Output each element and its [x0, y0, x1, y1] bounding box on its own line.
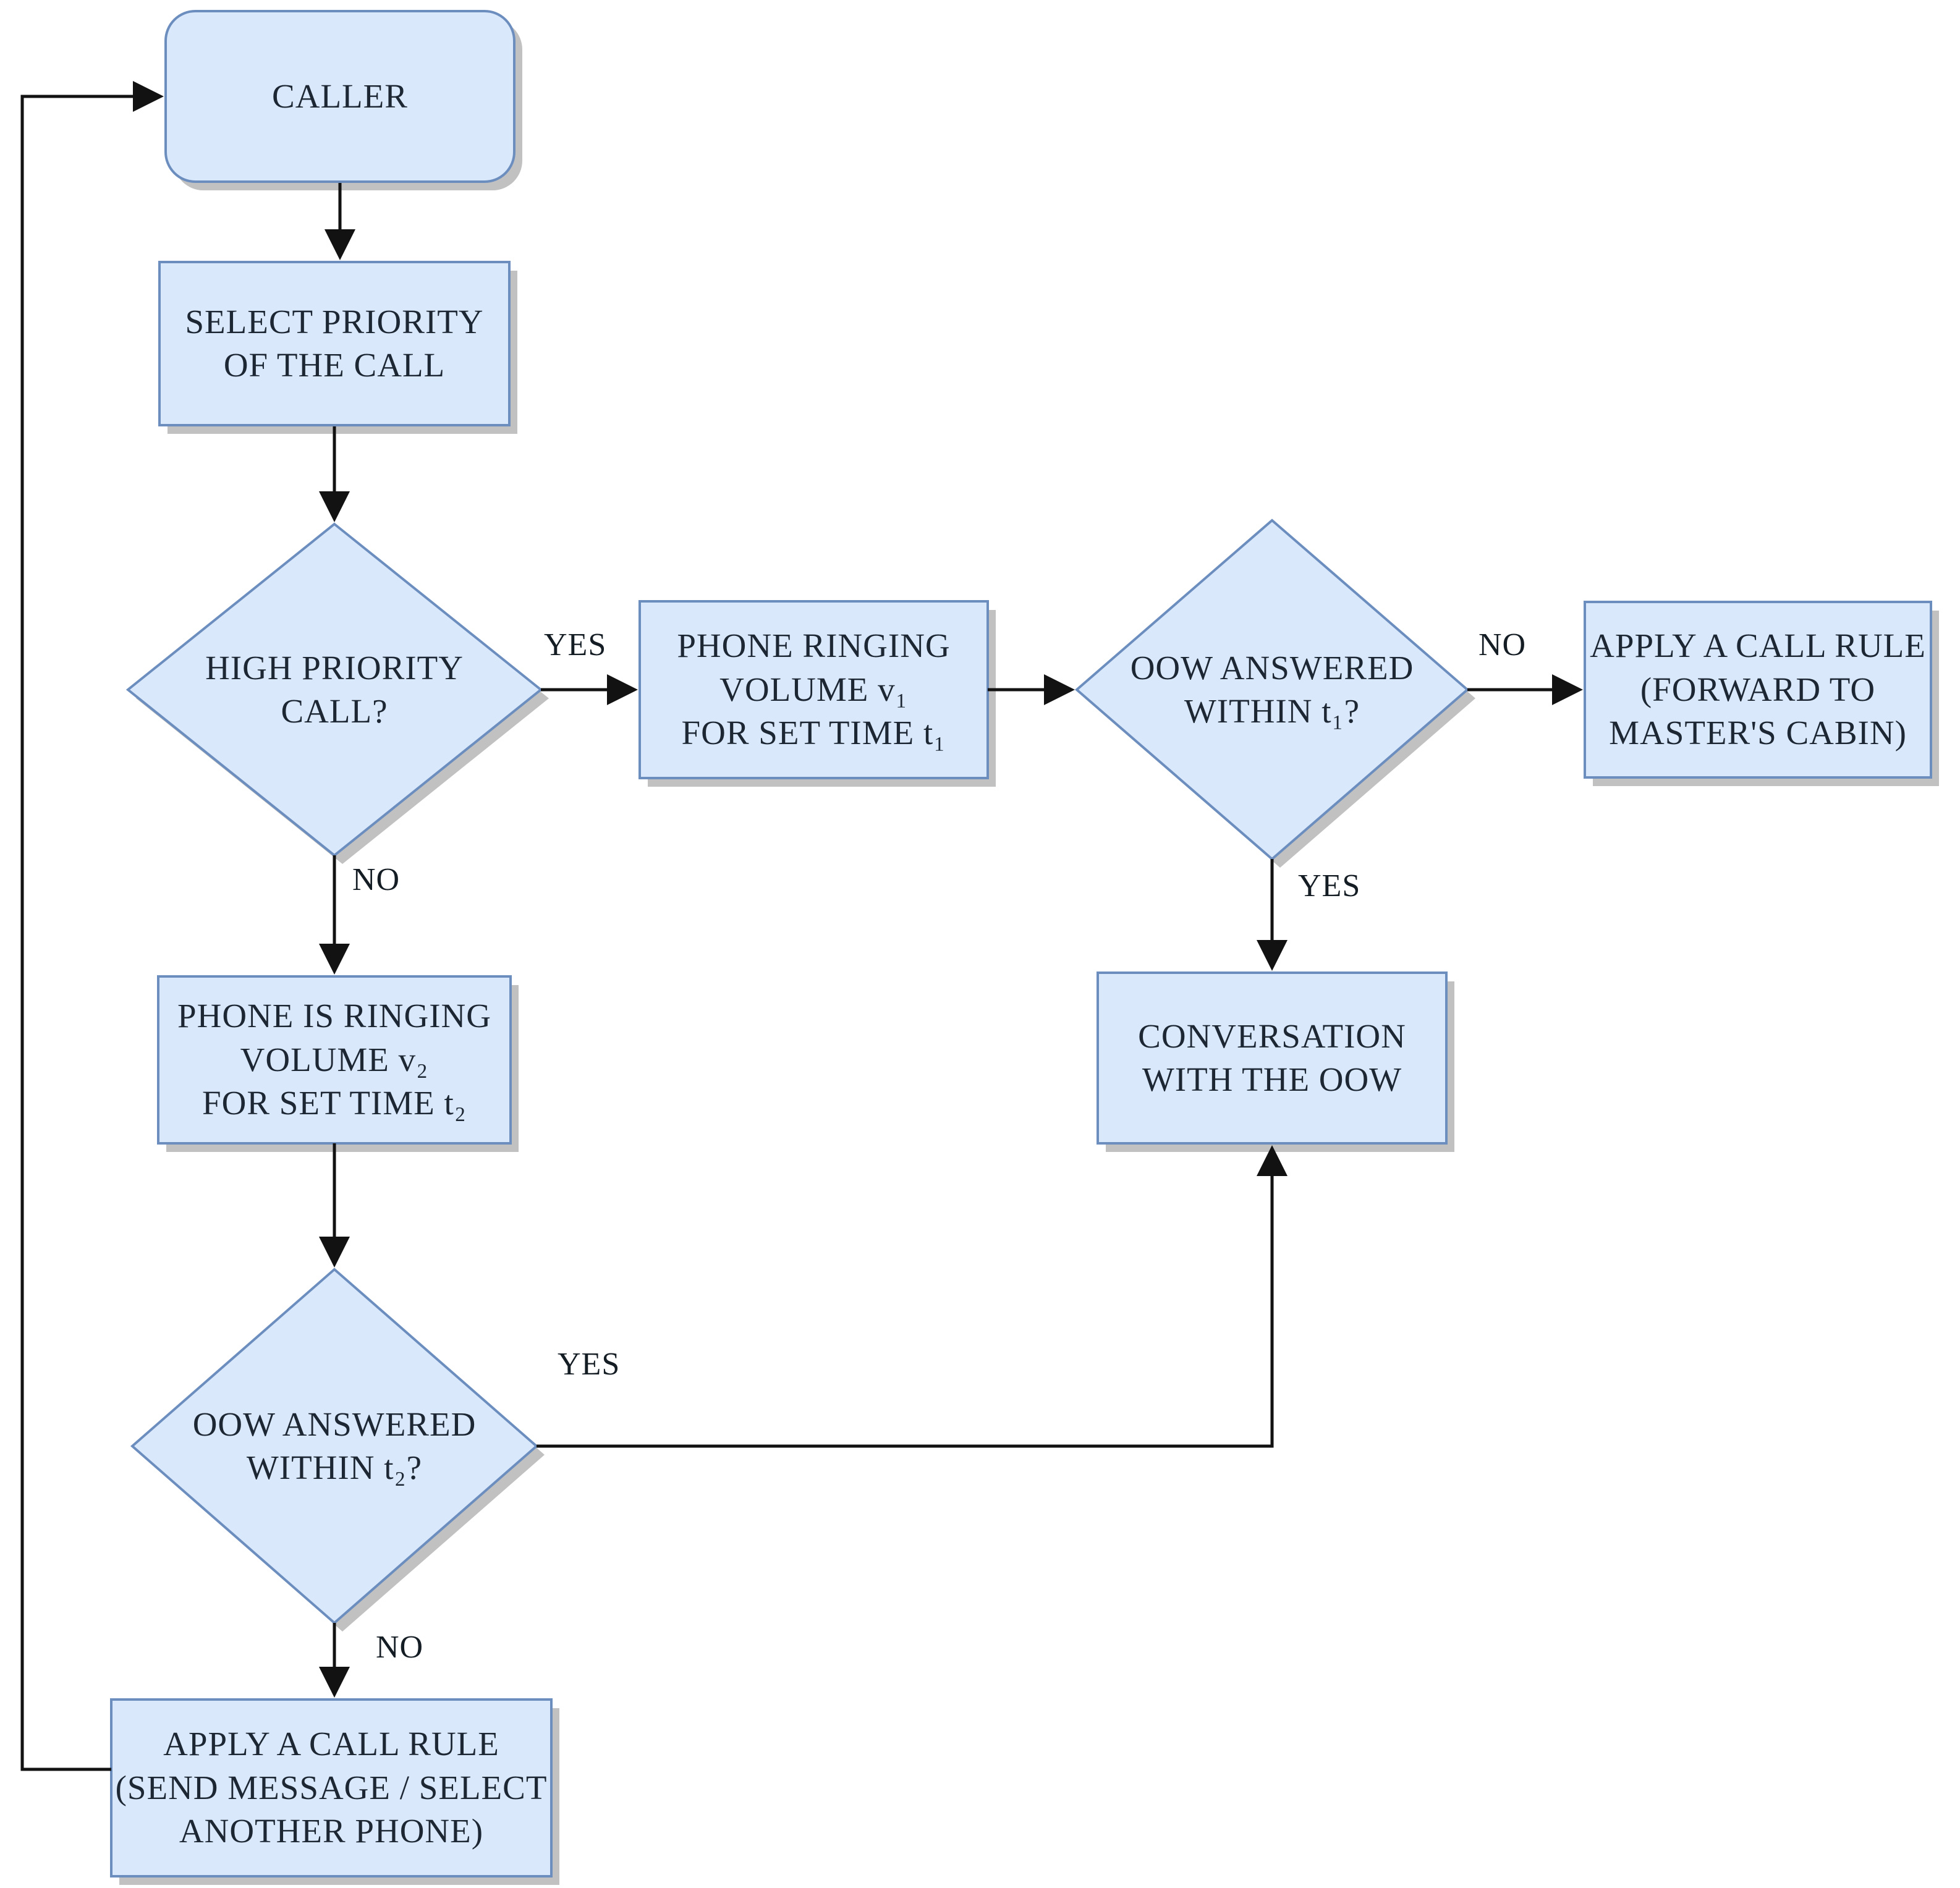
conversation-node: CONVERSATION WITH THE OOW	[1098, 973, 1446, 1143]
edge-loop-back-to-caller	[20, 81, 164, 1771]
conversation-node-shape	[1097, 972, 1448, 1145]
select-priority-node-shape	[158, 261, 511, 426]
edge-oow-t2-yes	[537, 1145, 1288, 1448]
oow-t1-no-label: NO	[1478, 627, 1527, 662]
select-priority-node-label: SELECT PRIORITY OF THE CALL	[185, 302, 484, 384]
select-priority-node: SELECT PRIORITY OF THE CALL	[159, 262, 509, 425]
phone-ringing-v2-node: PHONE IS RINGING VOLUME v₂ FOR SET TIME …	[158, 976, 511, 1143]
oow-t2-no-label: NO	[376, 1630, 424, 1665]
high-priority-no-label: NO	[352, 862, 401, 897]
high-priority-yes-label: YES	[544, 627, 607, 662]
phone-ringing-v1-node: PHONE RINGING VOLUME v₁ FOR SET TIME t₁	[640, 601, 988, 778]
phone-ringing-v2-node-shape	[157, 975, 512, 1145]
caller-node: CALLER	[166, 11, 514, 182]
apply-rule-send-node-label: APPLY A CALL RULE (SEND MESSAGE / SELECT…	[115, 1725, 548, 1850]
oow-t2-yes-label: YES	[558, 1347, 621, 1382]
oow-t1-yes-label: YES	[1298, 868, 1361, 904]
high-priority-decision-label: HIGH PRIORITY CALL?	[205, 648, 464, 730]
apply-rule-forward-node-label: APPLY A CALL RULE (FORWARD TO MASTER'S C…	[1590, 627, 1926, 752]
apply-rule-forward-node-shape	[1584, 601, 1932, 779]
oow-answered-t1-decision-label: OOW ANSWERED WITHIN t₁?	[1130, 648, 1414, 730]
apply-rule-forward-node: APPLY A CALL RULE (FORWARD TO MASTER'S C…	[1585, 602, 1931, 777]
phone-ringing-v2-node-label: PHONE IS RINGING VOLUME v₂ FOR SET TIME …	[177, 997, 491, 1122]
conversation-node-label: CONVERSATION WITH THE OOW	[1138, 1017, 1406, 1098]
oow-answered-t2-decision-label: OOW ANSWERED WITHIN t₂?	[192, 1405, 477, 1486]
apply-rule-send-node-shape	[110, 1698, 553, 1877]
phone-ringing-v1-node-shape	[638, 600, 989, 779]
phone-ringing-v1-node-label: PHONE RINGING VOLUME v₁ FOR SET TIME t₁	[677, 627, 951, 752]
high-priority-decision: HIGH PRIORITY CALL?	[128, 524, 541, 855]
oow-answered-t2-decision: OOW ANSWERED WITHIN t₂?	[132, 1269, 537, 1623]
caller-node-label: CALLER	[272, 77, 408, 115]
apply-rule-send-node: APPLY A CALL RULE (SEND MESSAGE / SELECT…	[111, 1700, 551, 1876]
caller-node-shape	[164, 10, 515, 183]
oow-answered-t1-decision: OOW ANSWERED WITHIN t₁?	[1077, 520, 1467, 859]
